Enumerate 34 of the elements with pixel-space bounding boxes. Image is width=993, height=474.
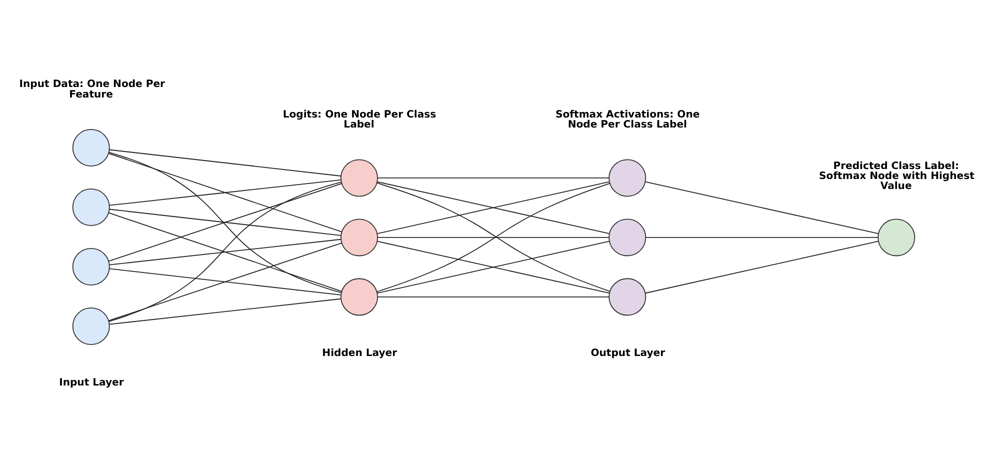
node-circle [878, 218, 916, 256]
connector [644, 181, 879, 234]
label: Logits: One Node Per Class Label [282, 109, 436, 130]
connector [109, 149, 342, 176]
node-circle [340, 159, 378, 197]
connector [377, 237, 610, 238]
node-circle [340, 278, 378, 316]
connector [109, 208, 342, 236]
connector [644, 240, 879, 294]
node-circle [72, 307, 110, 345]
connector [108, 182, 342, 322]
node-circle [608, 218, 646, 256]
connector [376, 181, 610, 234]
connector [109, 179, 342, 206]
label: Softmax Activations: One Node Per Class Label [556, 109, 700, 130]
node-circle [72, 188, 110, 226]
connector [108, 242, 342, 322]
connector [108, 152, 342, 232]
connector [109, 298, 342, 325]
connector [109, 268, 342, 296]
connector [377, 296, 610, 298]
node-circle [608, 159, 646, 197]
node-label: Predicted Class Label: Softmax Node with Highest Value [819, 161, 974, 192]
node-circle [72, 129, 110, 167]
node-circle [340, 218, 378, 256]
connector [645, 237, 878, 238]
connector [108, 212, 342, 292]
connector [109, 238, 342, 266]
label: Input Data: One Node Per Feature [19, 79, 166, 100]
node-circle [608, 278, 646, 316]
connector [376, 240, 610, 294]
connector [108, 152, 342, 294]
node-circle [72, 248, 110, 286]
connector [108, 183, 342, 262]
